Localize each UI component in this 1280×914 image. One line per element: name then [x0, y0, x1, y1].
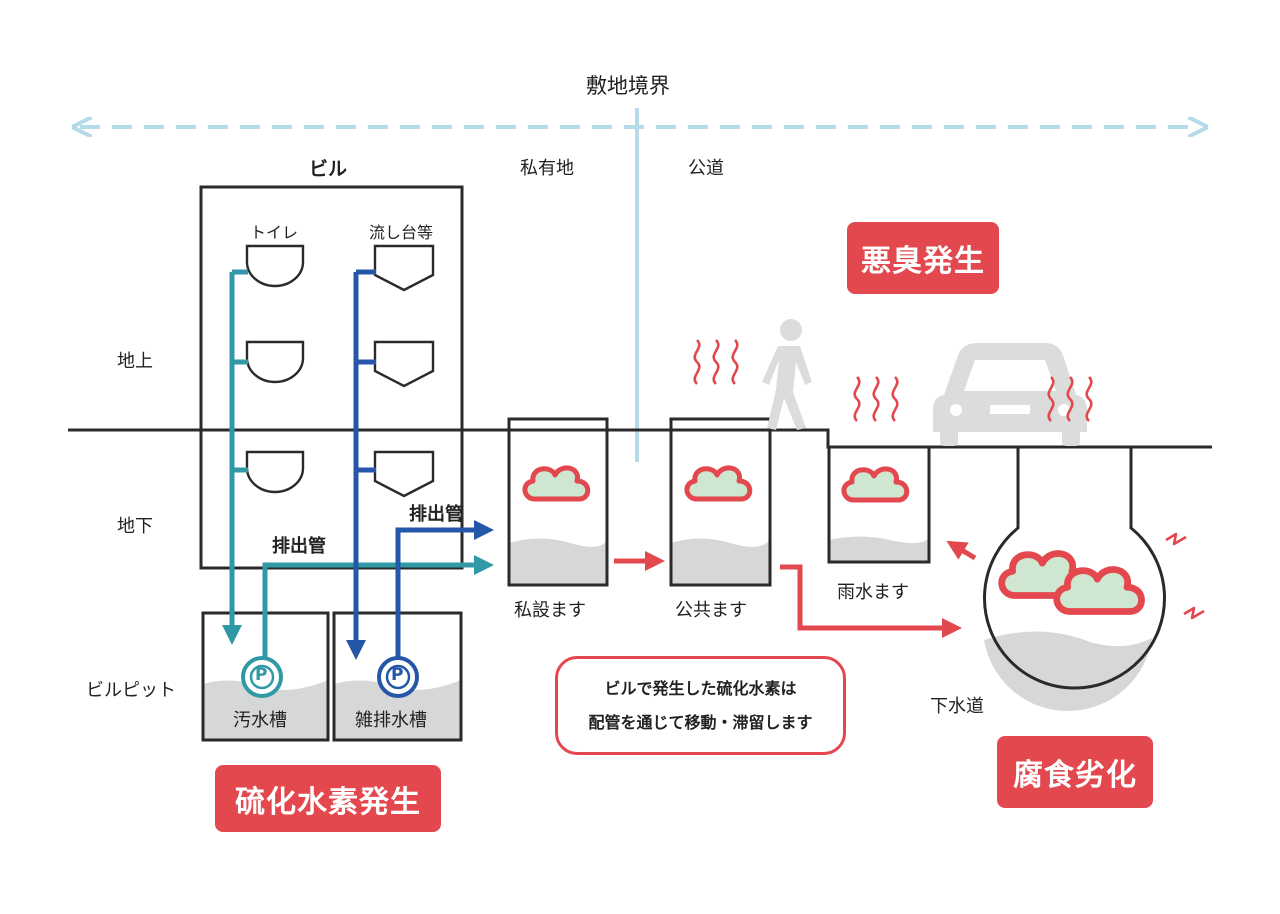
- public-basin-label: 公共ます: [675, 600, 747, 621]
- rain-basin-label: 雨水ます: [837, 582, 909, 603]
- callout-line-2: 配管を通じて移動・滞留します: [588, 712, 813, 732]
- callout-box: ビルで発生した硫化水素は 配管を通じて移動・滞留します: [555, 656, 846, 755]
- discharge-pipe-label: 排出管: [409, 504, 463, 525]
- h2s-badge: 硫化水素発生: [215, 765, 441, 832]
- sink-fixtures: [373, 244, 435, 498]
- private-land-label: 私有地: [520, 158, 574, 179]
- sewer-label: 下水道: [930, 696, 984, 717]
- sewer-pipe: [983, 447, 1166, 712]
- building-pit: [201, 611, 463, 742]
- building-label: ビル: [309, 158, 348, 180]
- gas-flow-arrows: [614, 540, 977, 638]
- private-basin-label: 私設ます: [514, 600, 586, 621]
- callout-line-1: ビルで発生した硫化水素は: [604, 678, 797, 698]
- blue-drain-pipe: [346, 269, 494, 660]
- sewage-tank-label: 汚水槽: [233, 710, 287, 731]
- pedestrian-icon: [762, 319, 812, 430]
- gas-cloud-icon: [525, 468, 588, 499]
- public-road-label: 公道: [688, 158, 724, 179]
- site-boundary: [80, 108, 1200, 462]
- gas-cloud-icon: [687, 468, 750, 499]
- toilet-label: トイレ: [250, 223, 299, 242]
- corrosion-badge: 腐食劣化: [997, 736, 1153, 808]
- boundary-label: 敷地境界: [586, 74, 670, 98]
- pump-icon: [377, 656, 419, 698]
- building-pit-label: ビルピット: [86, 680, 176, 701]
- toilet-fixtures: [245, 244, 305, 494]
- sink-label: 流し台等: [369, 223, 434, 242]
- pump-symbol: P: [391, 665, 404, 685]
- teal-drain-pipe: [222, 269, 494, 660]
- pump-symbol: P: [255, 665, 268, 685]
- odor-wave-icon: [853, 375, 899, 423]
- pump-icon: [241, 656, 283, 698]
- misc-tank-label: 雑排水槽: [355, 710, 427, 731]
- corrosion-spark-icon: [1164, 532, 1206, 620]
- private-basin: [507, 417, 609, 587]
- public-basin: [669, 417, 772, 587]
- ground-line: [68, 428, 1212, 449]
- discharge-pipe-label: 排出管: [272, 536, 326, 557]
- building-outline: [199, 185, 464, 570]
- rain-basin: [827, 445, 931, 564]
- car-icon: [933, 343, 1087, 446]
- gas-cloud-icon: [844, 469, 907, 500]
- odor-wave-icon: [693, 338, 739, 386]
- underground-label: 地下: [117, 516, 153, 537]
- gas-cloud-icon: [1057, 570, 1142, 612]
- odor-badge: 悪臭発生: [847, 222, 999, 294]
- above-ground-label: 地上: [117, 351, 153, 372]
